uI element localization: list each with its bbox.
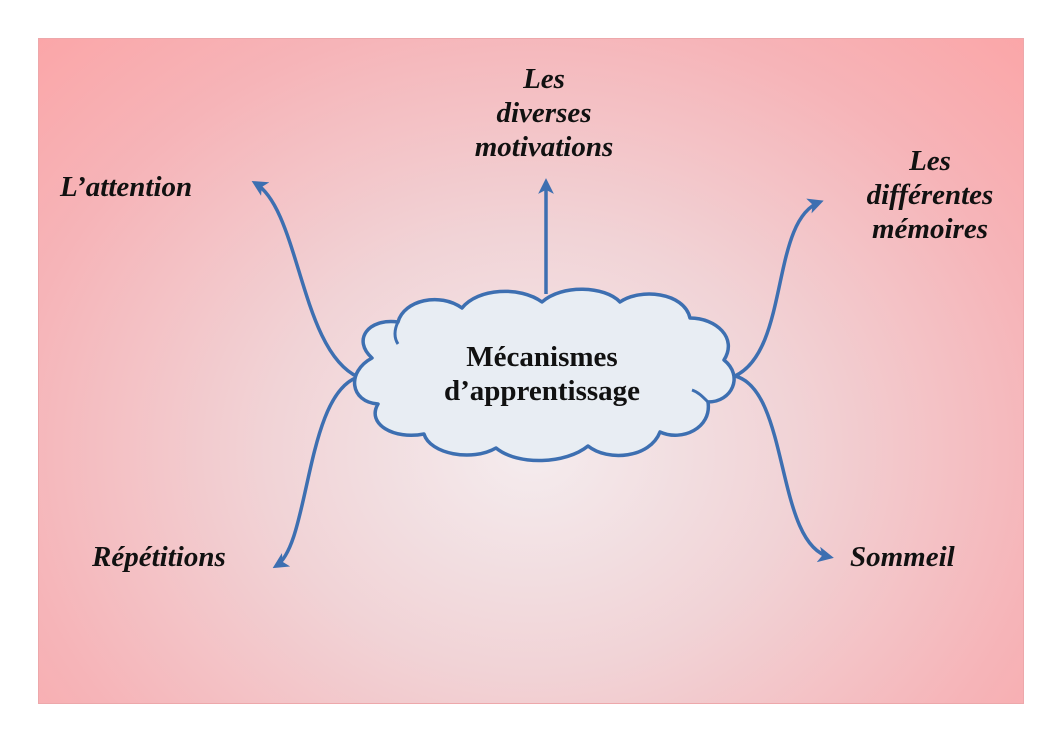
- node-repetitions: Répétitions: [92, 541, 226, 573]
- node-motivations-line-3: motivations: [474, 131, 614, 163]
- arrow-to-sommeil: [734, 374, 834, 563]
- arrow-to-memoires: [734, 198, 824, 378]
- central-concept-line-2: d’apprentissage: [443, 375, 641, 407]
- central-concept-line-1: Mécanismes: [466, 341, 618, 373]
- node-memoires-line-2: différentes: [866, 179, 994, 211]
- node-memoires-line-1: Les: [909, 145, 951, 177]
- node-motivations-line-2: diverses: [496, 97, 592, 129]
- node-memoires: Les différentes mémoires: [847, 144, 1013, 246]
- node-motivations: Les diverses motivations: [464, 62, 624, 164]
- arrow-to-repetitions: [272, 375, 359, 569]
- cloud-inner-arc-left: [393, 321, 400, 345]
- cloud-shape: [353, 287, 736, 463]
- arrow-to-attention: [251, 180, 359, 379]
- central-concept-label: Mécanismes d’apprentissage: [392, 340, 692, 408]
- node-motivations-line-1: Les: [523, 63, 565, 95]
- node-memoires-line-3: mémoires: [872, 213, 988, 245]
- node-sommeil: Sommeil: [850, 541, 955, 573]
- node-attention: L’attention: [60, 171, 193, 203]
- cloud-inner-arc-right: [691, 388, 710, 404]
